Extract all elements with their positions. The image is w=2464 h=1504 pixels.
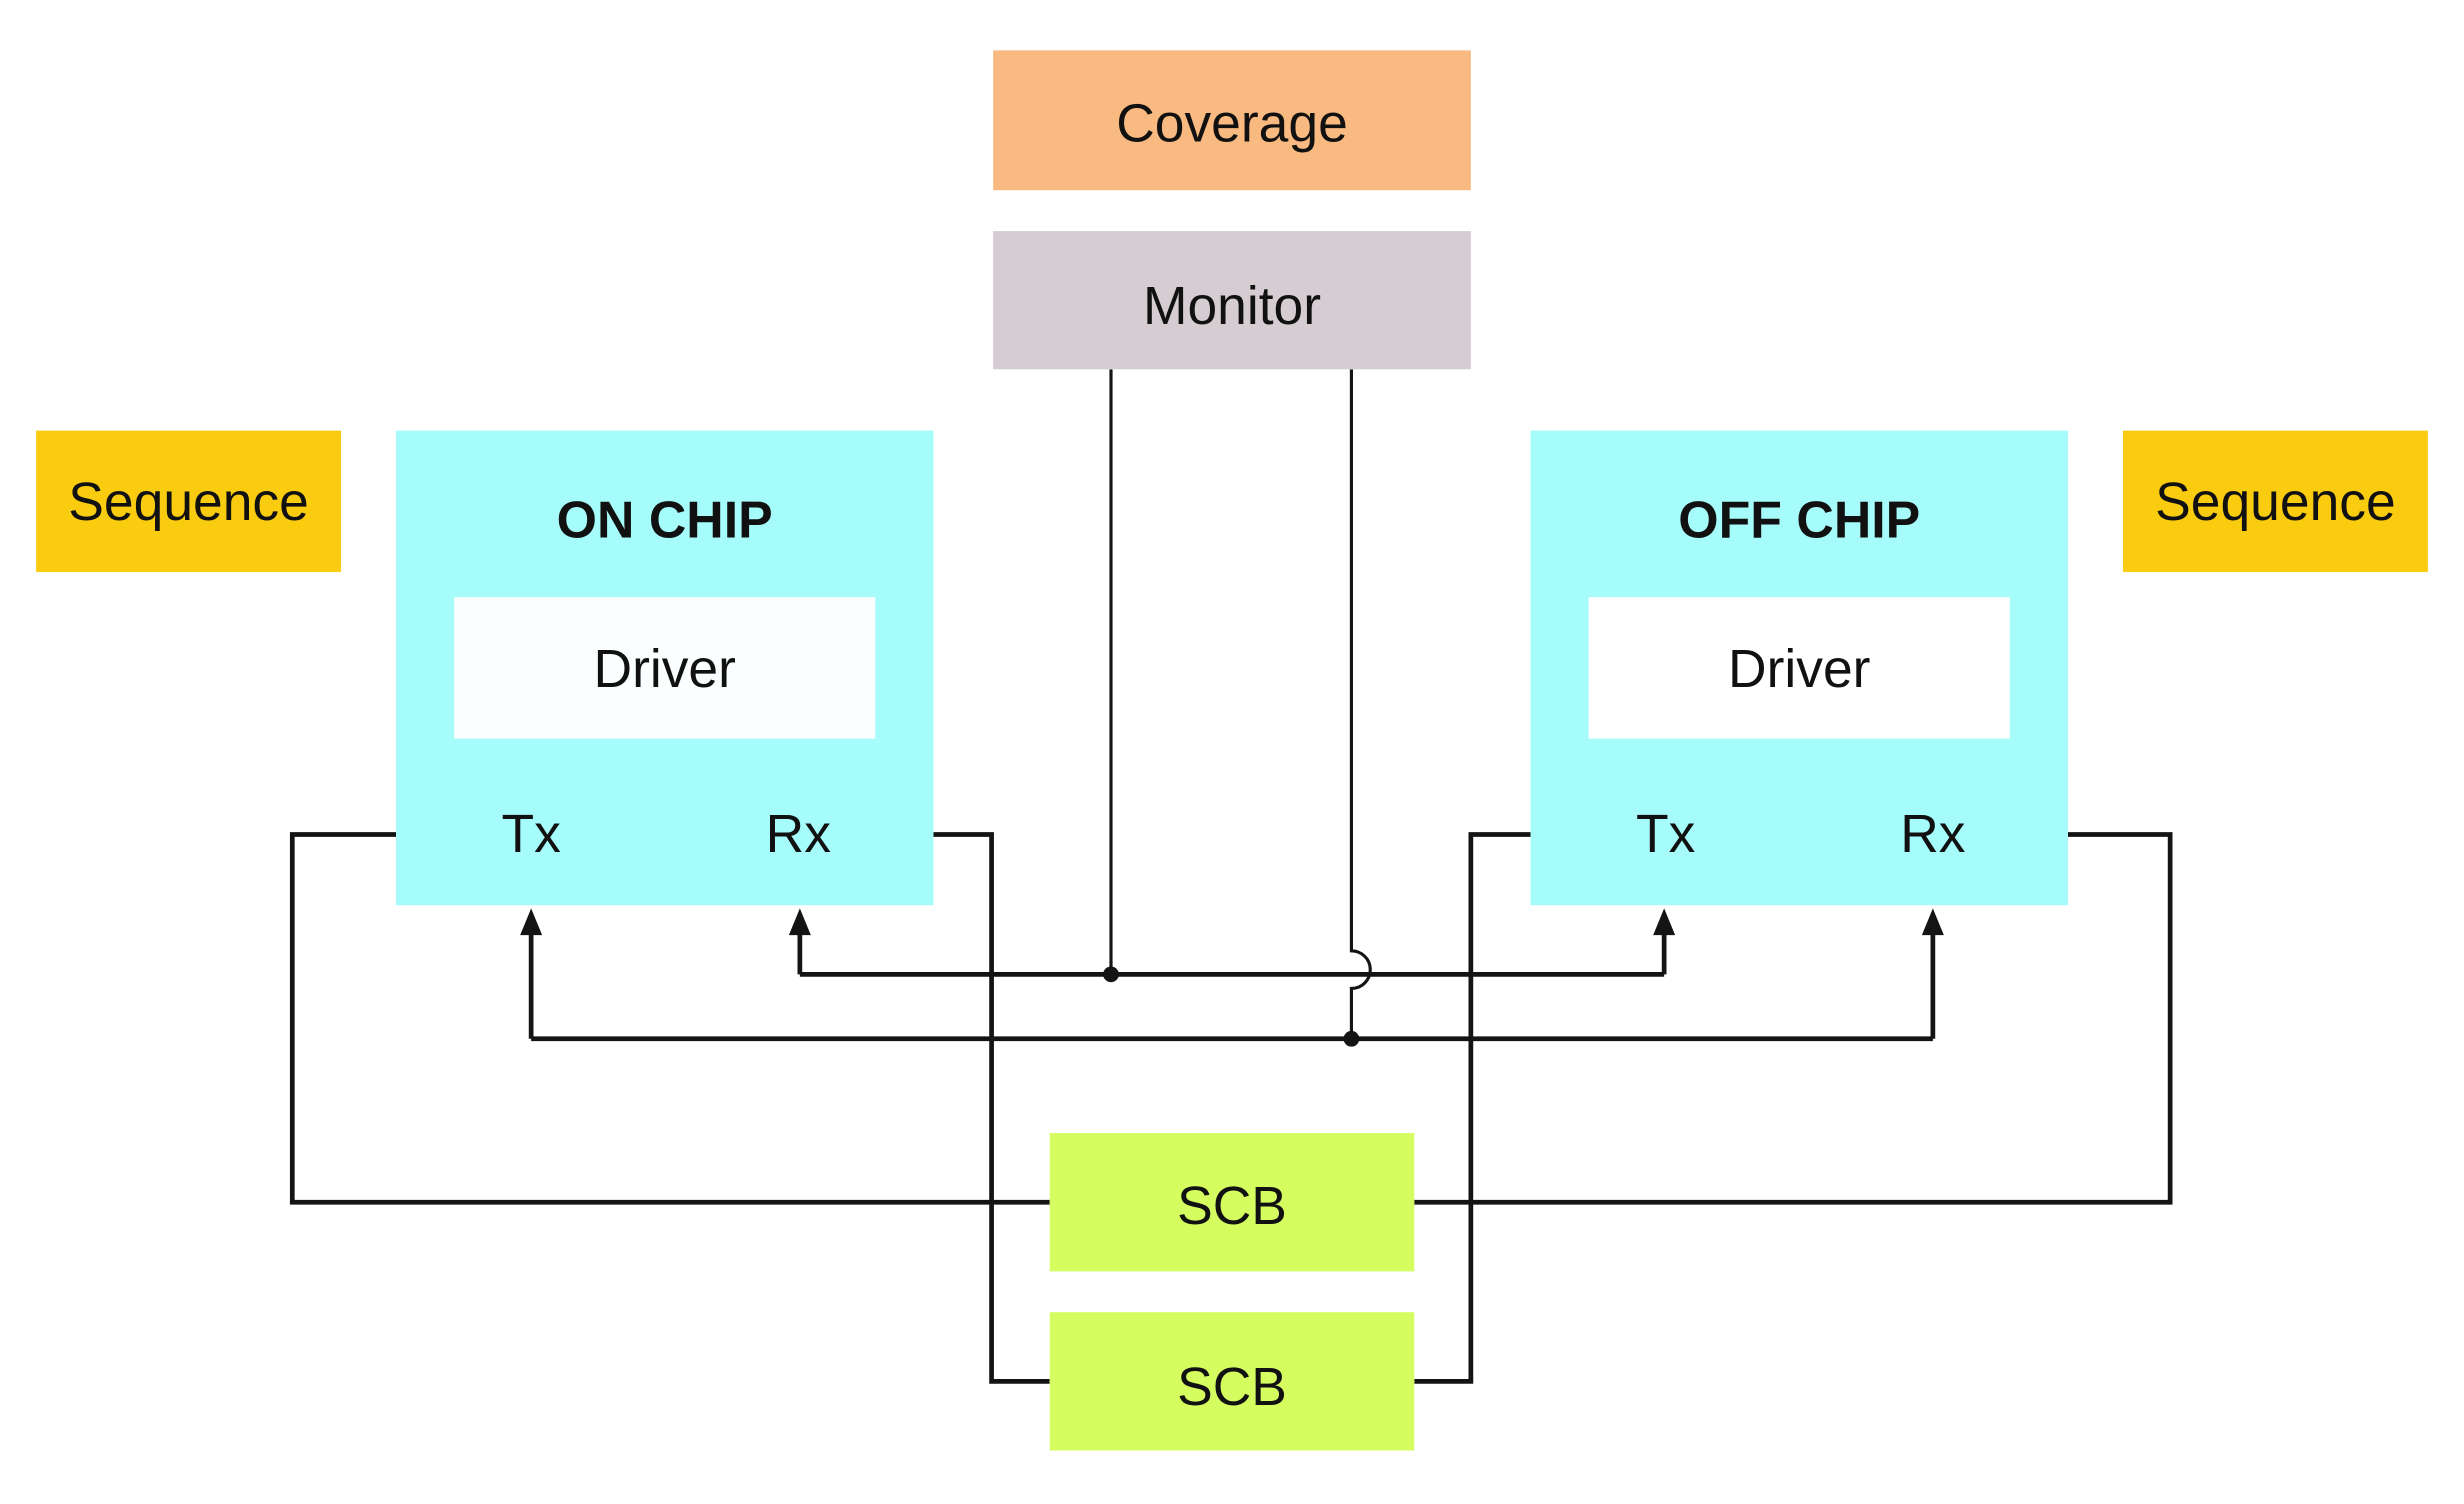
monitor-tap-lower — [1349, 369, 1372, 1039]
wires — [289, 369, 2173, 1384]
scb-bottom-label: SCB — [1177, 1358, 1287, 1417]
wire-onchip-rx-to-scb-bottom — [933, 832, 1050, 1384]
wire-offchip-rx-to-scb-top — [1414, 832, 2173, 1205]
wire-offchip-tx-to-scb-bottom — [1414, 832, 1531, 1384]
junction-lower — [1343, 1030, 1360, 1047]
scb-bottom-box — [1049, 1312, 1415, 1451]
off-chip-rx-label: Rx — [1900, 805, 1966, 864]
on-chip-tx-label: Tx — [501, 805, 561, 864]
monitor-box — [993, 231, 1471, 370]
arrowhead-onchip-tx — [520, 908, 543, 936]
on-chip-driver-label: Driver — [594, 640, 736, 699]
monitor-block[interactable]: Monitor — [993, 231, 1471, 370]
off-chip-title: OFF CHIP — [1678, 491, 1920, 549]
wire-onchip-tx-to-scb-top — [289, 832, 1050, 1205]
scb-top-box — [1049, 1133, 1415, 1272]
sequence-left-block[interactable]: Sequence — [36, 430, 342, 573]
arrowhead-onchip-rx — [788, 908, 811, 936]
arrowhead-offchip-rx — [1921, 908, 1944, 936]
coverage-block[interactable]: Coverage — [993, 50, 1471, 191]
scb-bottom-block[interactable]: SCB — [1049, 1312, 1415, 1451]
off-chip-tx-label: Tx — [1636, 805, 1696, 864]
sequence-right-box — [2123, 430, 2428, 573]
sequence-left-label: Sequence — [68, 473, 309, 532]
scb-top-block[interactable]: SCB — [1049, 1133, 1415, 1272]
monitor-label: Monitor — [1143, 277, 1321, 336]
sequence-left-box — [36, 430, 342, 573]
junction-upper — [1103, 966, 1119, 983]
coverage-label: Coverage — [1116, 95, 1348, 154]
sequence-right-block[interactable]: Sequence — [2123, 430, 2428, 573]
off-chip-block[interactable]: OFF CHIP Driver Tx Rx — [1530, 430, 2068, 906]
off-chip-driver-box[interactable] — [1588, 597, 2010, 739]
on-chip-rx-label: Rx — [766, 805, 832, 864]
on-chip-title: ON CHIP — [557, 491, 773, 549]
on-chip-driver-box[interactable] — [454, 597, 876, 739]
arrowhead-offchip-tx — [1653, 908, 1676, 936]
coverage-box — [993, 50, 1471, 191]
sequence-right-label: Sequence — [2155, 473, 2396, 532]
on-chip-block[interactable]: ON CHIP Driver Tx Rx — [396, 430, 934, 906]
scb-top-label: SCB — [1177, 1177, 1287, 1236]
off-chip-driver-label: Driver — [1728, 640, 1870, 699]
